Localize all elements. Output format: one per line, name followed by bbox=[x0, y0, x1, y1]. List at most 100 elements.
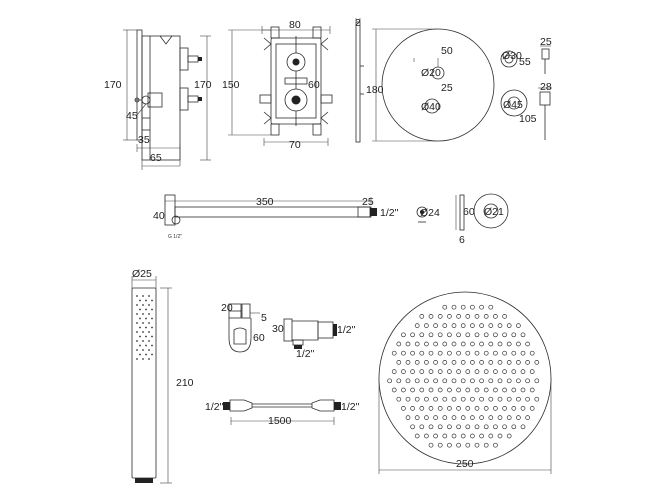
hand-nozzle bbox=[139, 344, 141, 347]
nozzle bbox=[460, 304, 466, 310]
nozzle bbox=[396, 378, 402, 384]
nozzle bbox=[428, 332, 434, 338]
nozzle bbox=[493, 387, 498, 393]
nozzle bbox=[534, 396, 540, 402]
hand-shower-nozzles bbox=[136, 295, 153, 360]
nozzle bbox=[516, 341, 521, 347]
nozzle bbox=[525, 396, 530, 402]
nozzle bbox=[424, 323, 429, 328]
hand-nozzle bbox=[142, 340, 144, 342]
nozzle bbox=[502, 314, 507, 319]
hand-nozzle bbox=[148, 349, 150, 351]
nozzle bbox=[470, 341, 475, 347]
nozzle bbox=[414, 396, 420, 402]
hand-nozzle bbox=[151, 353, 153, 356]
nozzle bbox=[396, 341, 402, 347]
nozzle bbox=[506, 341, 512, 347]
nozzle bbox=[506, 378, 512, 384]
nozzle bbox=[442, 378, 448, 384]
nozzle bbox=[414, 360, 420, 365]
nozzle bbox=[483, 369, 489, 374]
nozzle bbox=[456, 442, 461, 448]
valve-side-dim-35: 35 bbox=[138, 134, 150, 146]
nozzle bbox=[479, 378, 484, 384]
nozzle bbox=[483, 424, 489, 430]
nozzle bbox=[419, 314, 425, 319]
nozzle bbox=[479, 323, 484, 328]
nozzle bbox=[516, 323, 521, 328]
nozzle bbox=[497, 415, 503, 420]
shower-arm-dimensions: 350 25 40 1/2" G 1/2" bbox=[153, 196, 399, 240]
hand-nozzle bbox=[142, 313, 144, 315]
nozzle bbox=[437, 369, 443, 374]
hand-nozzle bbox=[145, 353, 147, 356]
nozzle bbox=[419, 406, 425, 411]
hand-nozzle bbox=[136, 331, 138, 333]
nozzle bbox=[428, 424, 434, 430]
plate-front-dimensions: 180 50 Ø20 25 Ø40 bbox=[366, 28, 453, 142]
valve-side-dimensions: 170 170 65 45 35 bbox=[104, 29, 212, 170]
nozzle bbox=[460, 415, 466, 420]
nozzle bbox=[433, 341, 438, 347]
nozzle bbox=[437, 442, 443, 448]
hose-thread-left: 1/2" bbox=[205, 401, 224, 413]
nozzle bbox=[401, 369, 406, 374]
nozzle bbox=[405, 378, 411, 384]
valve-side-view bbox=[134, 29, 202, 161]
nozzle bbox=[488, 396, 494, 402]
hand-nozzle bbox=[148, 358, 150, 360]
nozzle bbox=[479, 341, 484, 347]
knob-large-length: 105 bbox=[519, 113, 537, 125]
arm-height: 40 bbox=[153, 210, 165, 222]
nozzle bbox=[419, 387, 425, 393]
hand-nozzle bbox=[151, 317, 153, 320]
valve-front-dimensions: 80 150 70 60 bbox=[222, 19, 331, 151]
nozzle bbox=[497, 360, 503, 365]
hand-nozzle bbox=[136, 304, 138, 306]
knob-large-detail: Ø45 28 105 bbox=[500, 81, 552, 140]
ceiling-flange-diameter: Ø21 bbox=[484, 206, 504, 218]
nozzle bbox=[391, 350, 397, 356]
hand-nozzle bbox=[139, 335, 141, 338]
nozzle bbox=[493, 424, 498, 430]
nozzle bbox=[456, 314, 461, 319]
nozzle bbox=[447, 387, 452, 393]
nozzle bbox=[405, 341, 411, 347]
hand-nozzle bbox=[145, 335, 147, 338]
hose-thread-right: 1/2" bbox=[341, 401, 360, 413]
nozzle bbox=[442, 304, 448, 310]
nozzle bbox=[451, 341, 457, 347]
plate-thickness: 2 bbox=[355, 17, 361, 29]
hand-nozzle bbox=[148, 322, 150, 324]
valve-side-right-height: 170 bbox=[194, 79, 212, 91]
nozzle bbox=[442, 415, 448, 420]
nozzle bbox=[465, 314, 471, 319]
nozzle bbox=[465, 424, 471, 430]
valve-front-view bbox=[259, 26, 333, 136]
nozzle bbox=[470, 304, 475, 310]
arm-thread: 1/2" bbox=[380, 207, 399, 219]
nozzle bbox=[511, 424, 517, 430]
hand-nozzle bbox=[151, 335, 153, 338]
nozzle bbox=[488, 341, 494, 347]
nozzle bbox=[451, 360, 457, 365]
nozzle bbox=[424, 396, 429, 402]
nozzle bbox=[488, 378, 494, 384]
knob-small-length: 55 bbox=[519, 56, 531, 68]
nozzle bbox=[479, 360, 484, 365]
nozzle bbox=[414, 323, 420, 328]
nozzle bbox=[433, 396, 438, 402]
nozzle bbox=[488, 323, 494, 328]
nozzle bbox=[483, 332, 489, 338]
nozzle bbox=[516, 378, 521, 384]
nozzle bbox=[483, 387, 489, 393]
hand-nozzle bbox=[142, 358, 144, 360]
valve-front-height: 150 bbox=[222, 79, 240, 91]
knob-small-depth: 25 bbox=[540, 36, 552, 48]
holder-dim-20: 20 bbox=[221, 302, 233, 314]
nozzle bbox=[497, 378, 503, 384]
hand-nozzle bbox=[136, 349, 138, 351]
nozzle bbox=[456, 424, 461, 430]
hand-shower-dimensions: Ø25 210 bbox=[131, 268, 194, 484]
